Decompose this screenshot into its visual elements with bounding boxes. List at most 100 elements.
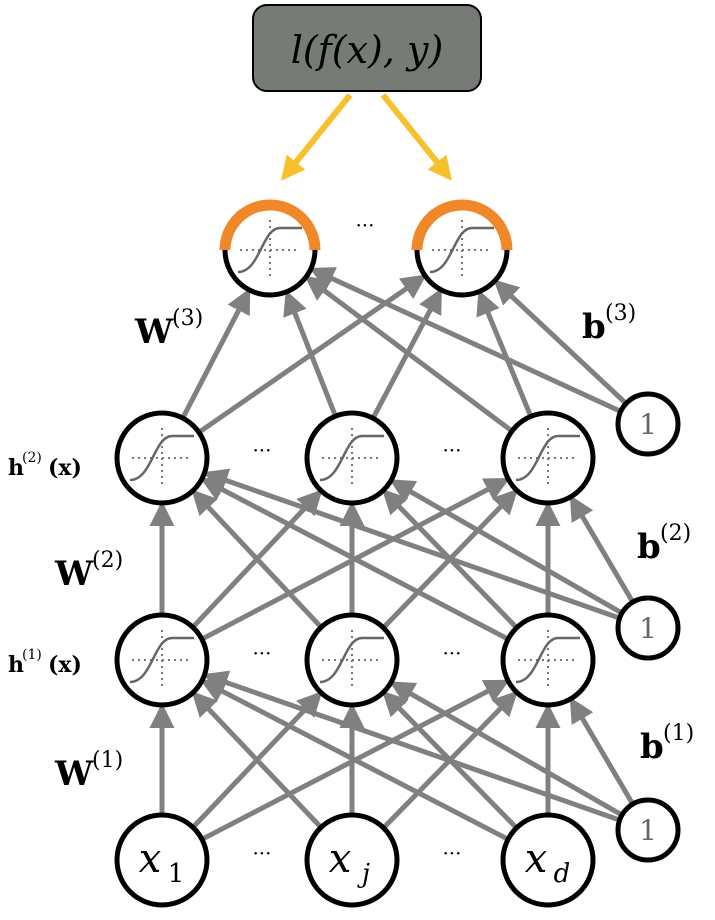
edge-bias1-h1-1 bbox=[389, 681, 624, 818]
b2-base: b bbox=[637, 527, 661, 567]
input-circle bbox=[500, 812, 596, 908]
sigmoid-icon bbox=[515, 428, 580, 488]
bias-circle bbox=[615, 797, 681, 863]
bias-value: 1 bbox=[639, 612, 657, 645]
sigmoid-icon bbox=[515, 630, 580, 690]
output-highlight-arc bbox=[219, 199, 321, 251]
input-circle bbox=[304, 812, 400, 908]
sigmoid-curve bbox=[429, 226, 494, 274]
w2-sup: (2) bbox=[92, 548, 123, 573]
sigmoid-icon bbox=[129, 630, 194, 690]
hidden-label-h1: h (1) (x) bbox=[8, 647, 82, 678]
b1-base: b bbox=[640, 727, 664, 767]
bias-node-1: 1 bbox=[615, 797, 681, 863]
bias-circle bbox=[615, 391, 681, 457]
sigmoid-curve bbox=[129, 636, 194, 684]
edge-bias3-out-1 bbox=[493, 279, 628, 406]
h1-base: h bbox=[8, 652, 24, 678]
w3-base: W bbox=[134, 312, 174, 352]
ellipsis-output: ··· bbox=[355, 213, 374, 237]
weight-label-w3: W (3) bbox=[134, 306, 203, 352]
sigmoid-curve bbox=[319, 636, 384, 684]
edge-h2-2-out-1 bbox=[476, 289, 534, 418]
input-base: x bbox=[525, 836, 548, 882]
edge-bias2-h2-1 bbox=[389, 479, 624, 616]
edge-h2-2-out-0 bbox=[304, 275, 514, 434]
sigmoid-icon bbox=[237, 220, 302, 280]
sigmoid-icon bbox=[319, 428, 384, 488]
w2-base: W bbox=[54, 554, 94, 594]
hidden1-neuron-0 bbox=[114, 612, 210, 708]
edge-bias2-h2-0 bbox=[202, 468, 621, 621]
w1-sup: (1) bbox=[92, 748, 123, 773]
ellipsis-input-right: ··· bbox=[442, 841, 461, 865]
edge-bias1-h1-2 bbox=[569, 697, 635, 806]
sigmoid-icon bbox=[429, 220, 494, 280]
hidden1-neuron-1 bbox=[304, 612, 400, 708]
bias-label-b3: b (3) bbox=[582, 301, 636, 347]
sigmoid-curve bbox=[515, 636, 580, 684]
input-base: x bbox=[139, 836, 162, 882]
edge-layer bbox=[149, 267, 635, 842]
w1-base: W bbox=[54, 754, 94, 794]
bias-label-b2: b (2) bbox=[637, 521, 691, 567]
loss-arrow-right bbox=[380, 93, 453, 181]
edge-h2-1-out-1 bbox=[370, 288, 442, 420]
bias-value: 1 bbox=[639, 814, 657, 847]
hidden2-neuron-1 bbox=[304, 410, 400, 506]
sigmoid-curve bbox=[319, 434, 384, 482]
loss-arrow-left bbox=[280, 93, 353, 181]
edge-h2-0-out-0 bbox=[180, 288, 251, 420]
hidden-label-h2: h (2) (x) bbox=[8, 450, 82, 481]
input-base: x bbox=[329, 836, 352, 882]
edge-bias2-h2-2 bbox=[569, 495, 635, 604]
edge-in-1-h1-0 bbox=[191, 691, 323, 830]
h1-arg: (x) bbox=[48, 652, 82, 678]
b3-base: b bbox=[582, 307, 606, 347]
sigmoid-icon bbox=[129, 428, 194, 488]
edge-bias3-out-0 bbox=[309, 267, 622, 414]
hidden2-neuron-2 bbox=[500, 410, 596, 506]
h2-sup: (2) bbox=[22, 450, 42, 466]
b1-sup: (1) bbox=[663, 721, 694, 746]
edge-h1-1-h2-0 bbox=[191, 489, 323, 629]
sigmoid-curve bbox=[515, 434, 580, 482]
weight-label-w2: W (2) bbox=[54, 548, 123, 594]
output-neuron-0 bbox=[219, 199, 321, 298]
ellipsis-h1-left: ··· bbox=[252, 641, 271, 665]
output-neuron-1 bbox=[411, 199, 513, 298]
sigmoid-curve bbox=[129, 434, 194, 482]
ellipsis-h1-right: ··· bbox=[442, 641, 461, 665]
bias-circle bbox=[615, 595, 681, 661]
w3-sup: (3) bbox=[172, 306, 203, 331]
bias-node-3: 1 bbox=[615, 391, 681, 457]
edge-in-2-h1-0 bbox=[200, 679, 510, 842]
h2-arg: (x) bbox=[48, 455, 82, 481]
hidden2-neuron-0 bbox=[114, 410, 210, 506]
ellipsis-input-left: ··· bbox=[252, 841, 271, 865]
edge-h2-1-out-0 bbox=[283, 290, 338, 418]
edge-bias1-h1-0 bbox=[202, 670, 621, 823]
b2-sup: (2) bbox=[660, 521, 691, 546]
input-circle bbox=[114, 812, 210, 908]
bias-value: 1 bbox=[639, 408, 657, 441]
sigmoid-curve bbox=[237, 226, 302, 274]
input-sub: d bbox=[554, 859, 571, 889]
input-sub: 1 bbox=[168, 859, 185, 889]
loss-label: l(f(x), y) bbox=[291, 28, 444, 72]
hidden1-neuron-2 bbox=[500, 612, 596, 708]
sigmoid-icon bbox=[319, 630, 384, 690]
h1-sup: (1) bbox=[22, 647, 42, 663]
bias-label-b1: b (1) bbox=[640, 721, 694, 767]
output-highlight-arc bbox=[411, 199, 513, 251]
bias-node-2: 1 bbox=[615, 595, 681, 661]
ellipsis-h2-right: ··· bbox=[442, 438, 461, 462]
loss-node: l(f(x), y) bbox=[252, 4, 482, 92]
weight-label-w1: W (1) bbox=[54, 748, 123, 794]
